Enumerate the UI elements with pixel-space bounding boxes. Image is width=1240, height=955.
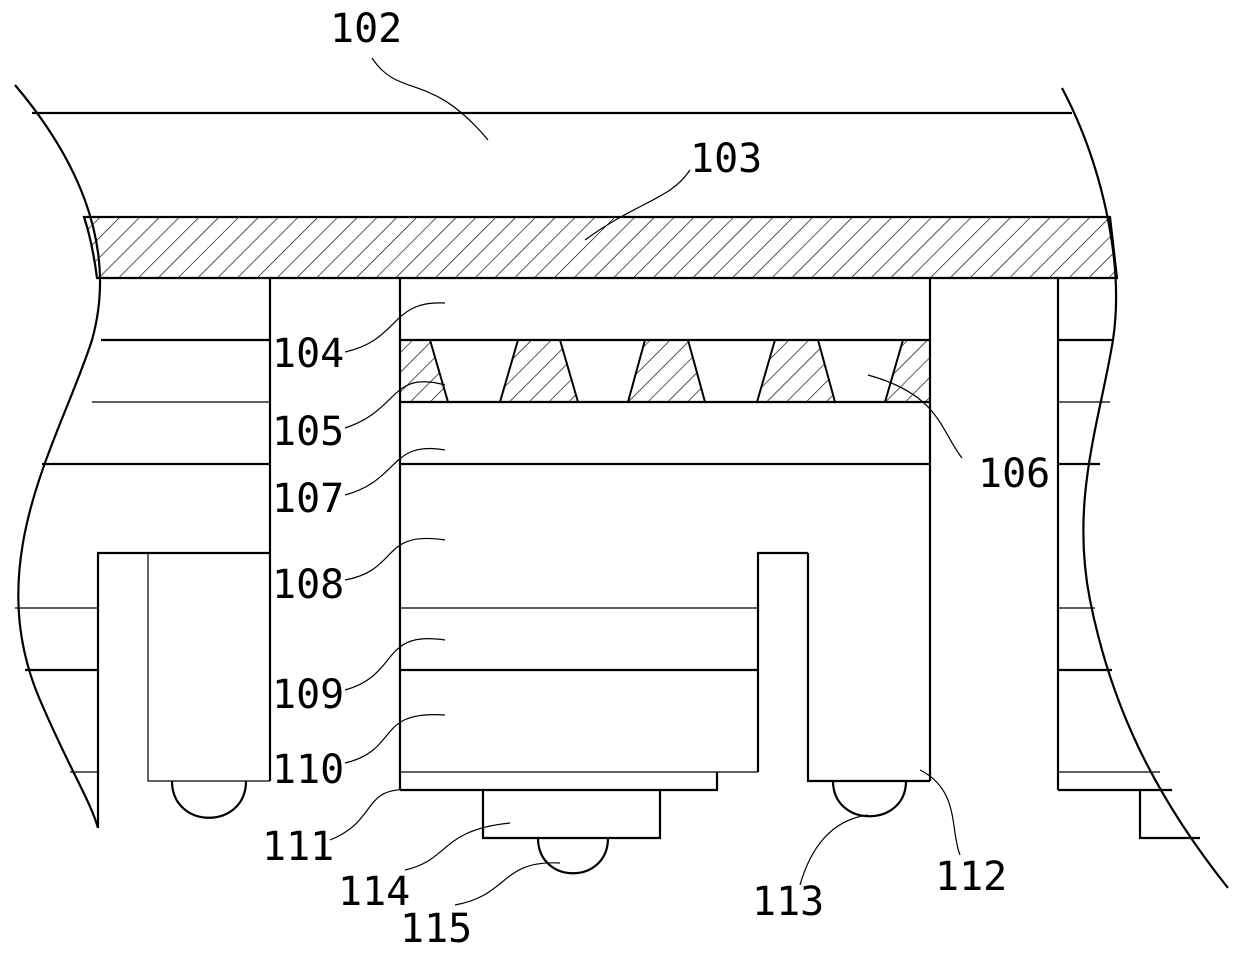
label-115: 115 [400, 906, 472, 952]
central-stack [400, 340, 930, 873]
layer-103-hatched [84, 217, 1117, 278]
label-111: 111 [262, 824, 334, 870]
left-side-layers [15, 340, 270, 828]
label-103: 103 [690, 136, 762, 182]
trapezoid-row-106 [400, 340, 930, 402]
label-102: 102 [330, 6, 402, 52]
label-104: 104 [272, 331, 344, 377]
left-break-line [15, 85, 100, 828]
reference-labels: 102 103 104 105 106 107 108 109 110 111 … [262, 6, 1050, 952]
label-108: 108 [272, 562, 344, 608]
label-109: 109 [272, 672, 344, 718]
right-break-line [1062, 88, 1228, 888]
label-105: 105 [272, 409, 344, 455]
leader-lines [330, 58, 962, 905]
right-side-layers [1058, 278, 1200, 838]
label-113: 113 [752, 879, 824, 925]
label-107: 107 [272, 476, 344, 522]
label-106: 106 [978, 451, 1050, 497]
label-110: 110 [272, 747, 344, 793]
label-112: 112 [935, 854, 1007, 900]
